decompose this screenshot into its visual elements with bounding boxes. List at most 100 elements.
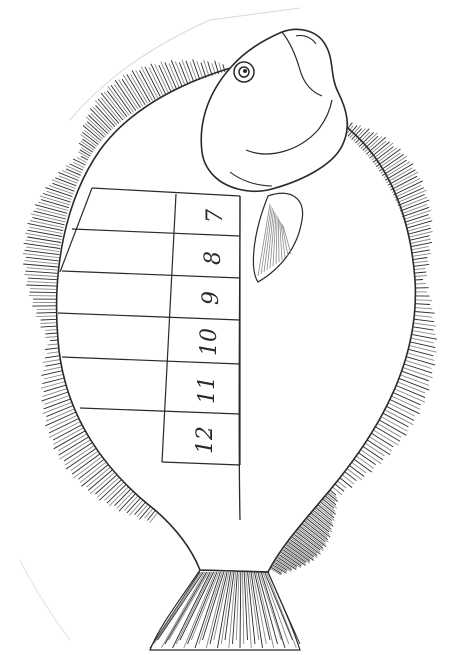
fin-ray [47,352,59,354]
fin-ray [396,188,424,201]
fin-ray [137,505,148,517]
grid-middle-border [162,194,176,462]
grid-divider [72,229,240,236]
fin-ray [45,356,60,358]
fin-ray [359,132,374,146]
fin-ray [145,509,153,518]
fin-ray [41,319,57,320]
fin-ray [404,215,429,223]
anal-fin [270,123,437,575]
fin-ray [345,472,357,481]
zone-labels: 7 8 9 10 11 12 [193,209,228,454]
fin-ray [72,454,100,475]
fin-ray [397,190,427,203]
fin-ray [41,382,65,389]
zone-label-10: 10 [197,328,222,356]
fin-ray [340,478,352,488]
fin-ray [30,227,63,233]
grid-divider-top [92,188,240,196]
grid-divider [62,271,240,278]
fin-ray [136,70,153,100]
fin-ray [84,130,99,142]
fin-ray [347,469,362,480]
zone-label-11: 11 [195,376,220,404]
head-outline [201,29,347,191]
grid-divider-bottom [162,462,240,465]
fin-ray [36,313,56,314]
fin-ray [414,319,434,322]
fin-ray [70,164,84,170]
fin-ray [325,496,336,505]
fin-ray [407,225,430,231]
fin-ray [352,462,367,473]
fin-ray [59,176,77,183]
fin-ray [81,465,108,487]
fin-ray [159,65,171,91]
fin-ray [50,340,58,341]
fin-ray [73,159,85,165]
fin-ray [186,61,194,82]
fin-ray [319,503,333,514]
fin-ray [107,484,126,503]
pectoral-fin-outline [253,193,302,282]
fin-ray [119,494,136,512]
fin-ray [53,428,83,445]
fin-ray [105,482,124,500]
fin-ray [43,367,62,371]
fin-ray [161,62,174,90]
fin-ray [385,410,414,425]
fin-ray [45,330,57,331]
fin-ray [359,453,376,465]
fin-ray [81,134,97,146]
fin-ray [53,425,82,440]
fin-ray [412,331,435,335]
fin-ray [25,271,57,273]
fin-ray [349,466,364,477]
fin-ray [117,491,133,508]
fin-ray [41,371,62,376]
fin-ray [66,448,96,469]
fin-ray [404,364,432,373]
fin-ray [414,264,429,266]
fin-ray [323,499,334,508]
fin-ray [73,457,102,479]
fin-ray [412,250,430,253]
fin-ray [43,360,61,363]
fin-ray [81,148,91,154]
zone-label-8: 8 [201,251,226,265]
fin-ray [402,371,429,381]
grid-divider [80,408,240,414]
fin-ray [48,344,59,345]
fin-ray [379,420,406,435]
fin-ray [23,264,58,267]
fin-ray [190,62,197,81]
fin-ray [45,348,59,350]
fin-ray [403,368,433,378]
fin-ray [45,337,57,338]
fin-ray [150,513,158,523]
fin-ray [82,132,98,144]
zone-label-7: 7 [203,209,228,223]
fin-ray [415,308,432,309]
fin-ray [330,490,336,495]
fin-ray [33,218,65,225]
fin-ray [28,278,57,280]
fin-ray [385,164,413,181]
fin-ray [413,258,428,260]
grid-divider [62,357,240,364]
fin-ray [109,487,128,506]
fin-ray [27,282,57,283]
fin-ray [197,61,203,79]
fin-ray [415,304,430,305]
fin-ray [41,326,57,327]
fin-ray [406,221,432,229]
fin-ray [406,357,435,365]
fin-ray [24,275,57,277]
fin-ray [43,389,68,397]
fin-ray [414,268,425,269]
fin-ray [415,300,432,301]
fin-ray [193,60,200,80]
fin-ray [30,292,57,293]
fin-ray [413,327,434,330]
fin-ray [415,312,435,314]
